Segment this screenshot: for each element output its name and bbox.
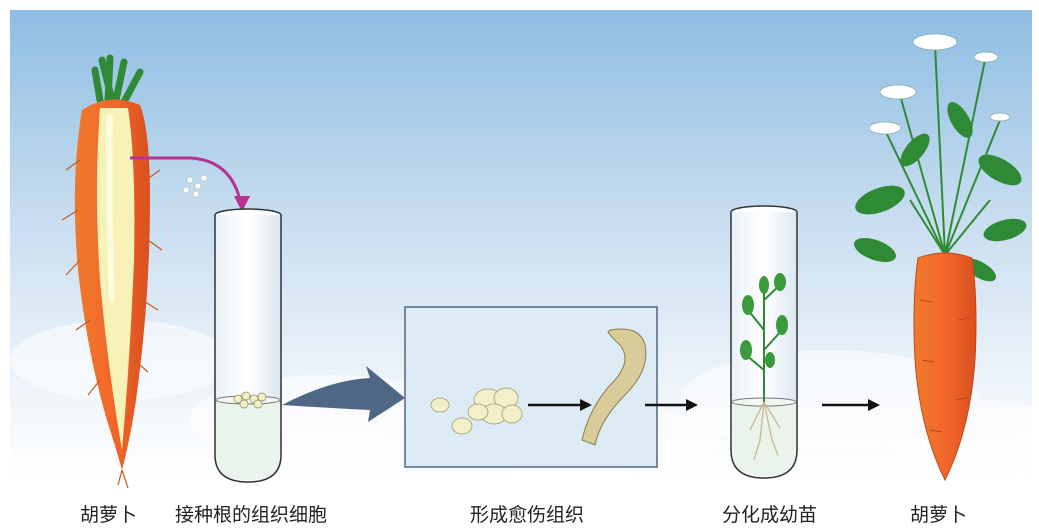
caption-carrot-left: 胡萝卜 — [80, 500, 137, 527]
test-tube-seedling-icon — [731, 206, 797, 478]
callus-culture-box — [405, 307, 657, 467]
caption-form-callus: 形成愈伤组织 — [470, 500, 584, 527]
test-tube-inoculation-icon — [215, 209, 281, 482]
caption-inoculate-root-cells: 接种根的组织细胞 — [175, 500, 327, 527]
caption-carrot-right: 胡萝卜 — [910, 500, 967, 527]
caption-differentiate-seedling: 分化成幼苗 — [722, 500, 817, 527]
